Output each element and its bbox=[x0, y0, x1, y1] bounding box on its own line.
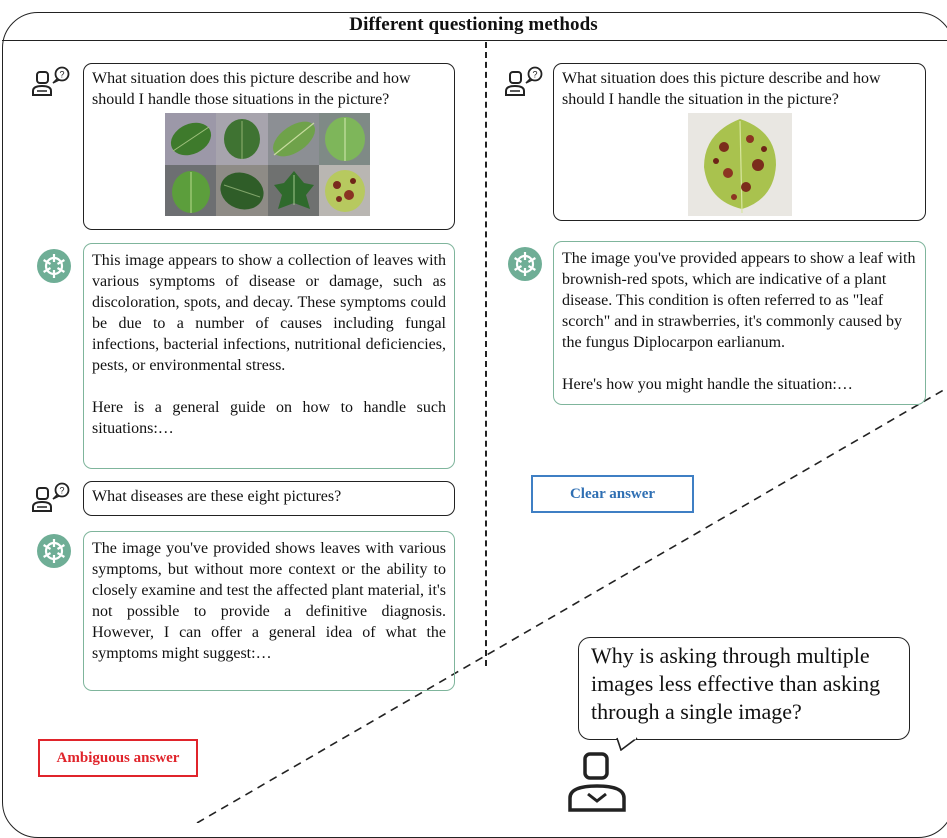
answer-paragraph: Here's how you might handle the situatio… bbox=[562, 376, 853, 393]
person-icon bbox=[568, 752, 626, 812]
answer-box-multi: This image appears to show a collection … bbox=[83, 243, 455, 469]
openai-logo-icon bbox=[37, 534, 71, 568]
leaf-thumb-8 bbox=[318, 164, 370, 216]
bubble-text: Why is asking through multiple images le… bbox=[591, 643, 881, 724]
leaf-thumb-4 bbox=[318, 113, 370, 165]
answer-paragraph: Here is a general guide on how to handle… bbox=[92, 399, 446, 437]
answer-paragraph: This image appears to show a collection … bbox=[92, 252, 446, 374]
svg-text:?: ? bbox=[532, 70, 537, 80]
leaf-thumb-2 bbox=[216, 113, 268, 165]
speech-bubble-tail bbox=[616, 737, 638, 751]
leaf-thumb-3 bbox=[267, 113, 319, 165]
column-divider bbox=[485, 42, 487, 666]
ambiguous-answer-label: Ambiguous answer bbox=[38, 739, 198, 777]
svg-text:?: ? bbox=[59, 70, 64, 80]
svg-text:?: ? bbox=[59, 486, 64, 496]
question-box-single: What situation does this picture describ… bbox=[553, 63, 926, 221]
leaf-image-grid bbox=[165, 113, 370, 216]
answer-paragraph: The image you've provided shows leaves w… bbox=[92, 540, 447, 662]
answer-paragraph: The image you've provided appears to sho… bbox=[562, 250, 916, 351]
title-divider bbox=[2, 40, 947, 41]
leaf-thumb-5 bbox=[165, 164, 217, 216]
figure-title: Different questioning methods bbox=[349, 14, 598, 35]
openai-logo-icon bbox=[508, 247, 542, 281]
question-box-multi: What situation does this picture describ… bbox=[83, 63, 455, 230]
speech-bubble: Why is asking through multiple images le… bbox=[578, 637, 910, 740]
user-question-icon: ? bbox=[505, 66, 543, 96]
leaf-thumb-1 bbox=[165, 113, 217, 165]
answer-box-single: The image you've provided appears to sho… bbox=[553, 241, 926, 405]
single-leaf-image bbox=[688, 113, 792, 216]
question-text: What situation does this picture describ… bbox=[92, 70, 411, 108]
openai-logo-icon bbox=[37, 249, 71, 283]
user-question-icon: ? bbox=[32, 482, 70, 512]
user-question-icon: ? bbox=[32, 66, 70, 96]
question-text: What situation does this picture describ… bbox=[562, 70, 881, 108]
question-text: What diseases are these eight pictures? bbox=[92, 488, 342, 505]
question-box-diseases: What diseases are these eight pictures? bbox=[83, 481, 455, 516]
leaf-thumb-6 bbox=[216, 164, 268, 216]
leaf-thumb-7 bbox=[267, 164, 319, 216]
clear-answer-label: Clear answer bbox=[531, 475, 694, 513]
answer-box-diseases: The image you've provided shows leaves w… bbox=[83, 531, 455, 691]
